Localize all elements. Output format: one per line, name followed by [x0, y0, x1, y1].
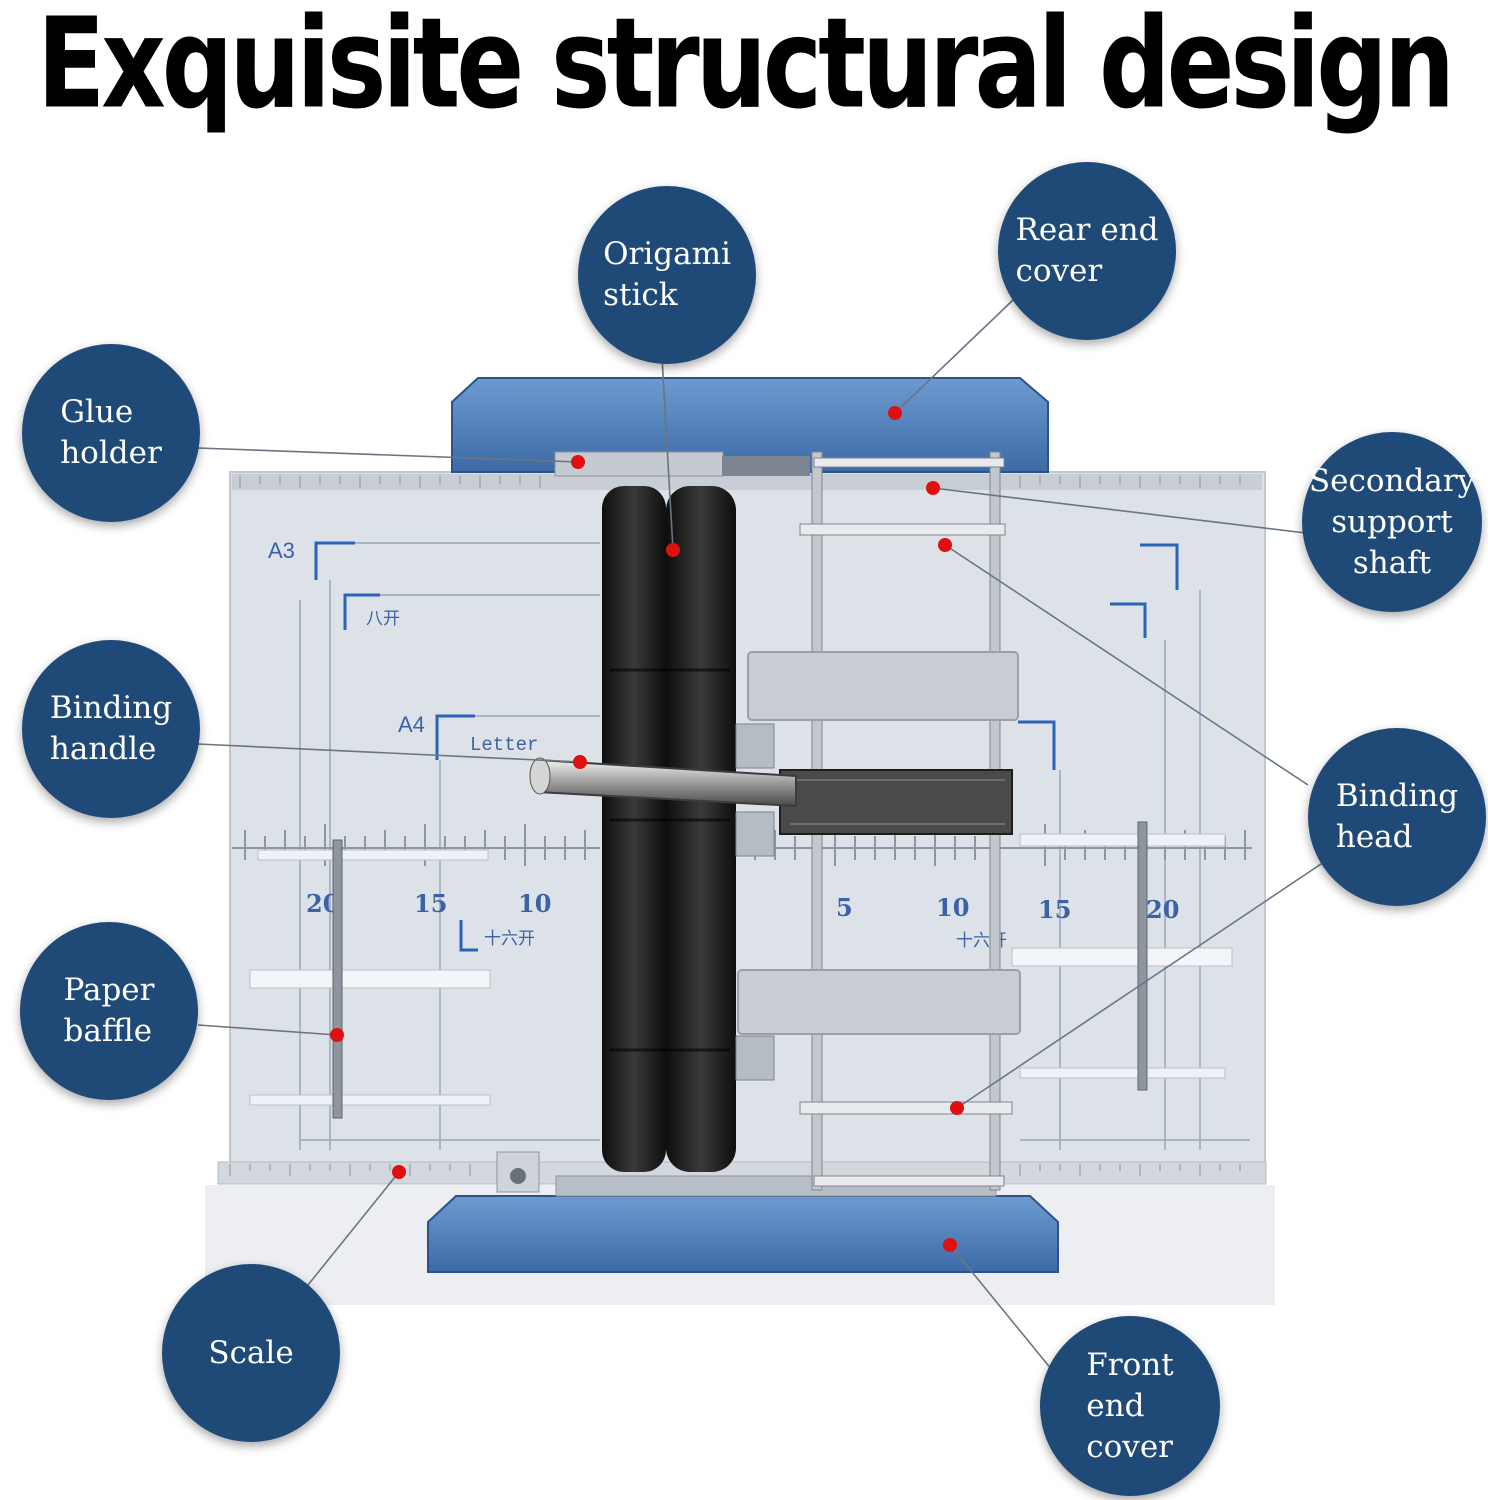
leader-binding-head-lower [956, 861, 1325, 1109]
marker-front-end-cover [943, 1238, 957, 1252]
top-ruler [232, 474, 1262, 490]
callout-glue-holder: Glue holder [22, 344, 200, 522]
faint-guides [299, 542, 1250, 1150]
leader-binding-handle [197, 743, 581, 763]
callout-scale-label: Scale [208, 1334, 294, 1371]
marker-origami-stick [666, 543, 680, 557]
callout-origami-stick: Origami stick [578, 186, 756, 364]
board-label-shiliukai-left: 十六开 [484, 929, 535, 948]
board-label-a3: A3 [268, 538, 295, 563]
marker-glue-holder [571, 455, 585, 469]
marker-binding-head [950, 1101, 964, 1115]
origami-stick-right [666, 486, 736, 1172]
leader-front-end-cover [949, 1244, 1053, 1371]
glue-holder-base [722, 456, 810, 476]
paper-baffle-right [1011, 833, 1233, 1079]
callout-glue-holder-label: Glue holder [60, 394, 162, 471]
front-end-cover [427, 1195, 1059, 1273]
tick-label-right-10: 10 [936, 893, 969, 922]
binding-head-blocks [737, 651, 1021, 1035]
paper-baffle-left-bar [332, 839, 343, 1119]
callout-binding-head: Binding head [1308, 728, 1486, 906]
rear-end-cover [451, 377, 1049, 473]
leader-glue-holder [197, 447, 579, 463]
tick-label-right-20: 20 [1146, 895, 1179, 924]
markers [330, 406, 964, 1252]
leader-binding-head-upper [944, 544, 1309, 786]
marker-rear-end-cover [888, 406, 902, 420]
callout-binding-handle: Binding handle [22, 640, 200, 818]
leader-scale [307, 1171, 400, 1286]
callout-rear-end-cover-label: Rear end cover [1015, 212, 1159, 289]
callout-origami-stick-label: Origami stick [603, 236, 731, 313]
callout-paper-baffle-label: Paper baffle [63, 972, 155, 1049]
scale-slider [496, 1151, 540, 1193]
shiliukai-mark [459, 920, 478, 952]
tick-label-left-15: 15 [414, 889, 447, 918]
paper-baffle-right-bar [1137, 821, 1148, 1091]
headline: Exquisite structural design [36, 0, 1455, 137]
callout-secondary-support-shaft-label: Secondary support shaft [1308, 462, 1476, 581]
paper-baffle-left [249, 849, 491, 1106]
marker-scale [392, 1165, 406, 1179]
marker-binding-handle [573, 755, 587, 769]
tick-label-right-5: 5 [836, 893, 853, 922]
tick-label-right-15: 15 [1038, 895, 1071, 924]
callout-binding-handle-label: Binding handle [49, 690, 173, 767]
bottom-ruler-ticks [229, 1164, 1241, 1176]
callout-front-end-cover-label: Front end cover [1086, 1346, 1174, 1465]
top-ruler-ticks [239, 476, 1241, 488]
callout-rear-end-cover: Rear end cover [998, 162, 1176, 340]
tick-label-left-10: 10 [518, 889, 551, 918]
callout-front-end-cover: Front end cover [1040, 1316, 1220, 1496]
marker-secondary-support-shaft-top [926, 481, 940, 495]
board-label-a4: A4 [398, 712, 425, 737]
callout-secondary-support-shaft: Secondary support shaft [1302, 432, 1482, 612]
size-guides [314, 541, 1179, 770]
scale-slider-knob [510, 1168, 526, 1184]
callout-scale: Scale [162, 1264, 340, 1442]
board-label-letter: Letter [470, 734, 538, 756]
board-label-bakai: 八开 [366, 609, 400, 628]
marker-secondary-support-shaft [938, 538, 952, 552]
leader-rear-end-cover [894, 299, 1014, 414]
callout-binding-head-label: Binding head [1335, 778, 1459, 855]
leader-secondary-support-shaft [932, 487, 1307, 534]
leader-paper-baffle [197, 1024, 338, 1036]
binding-head-brackets [735, 723, 775, 1081]
origami-stick-left [602, 486, 666, 1172]
marker-paper-baffle [330, 1028, 344, 1042]
callout-paper-baffle: Paper baffle [20, 922, 198, 1100]
